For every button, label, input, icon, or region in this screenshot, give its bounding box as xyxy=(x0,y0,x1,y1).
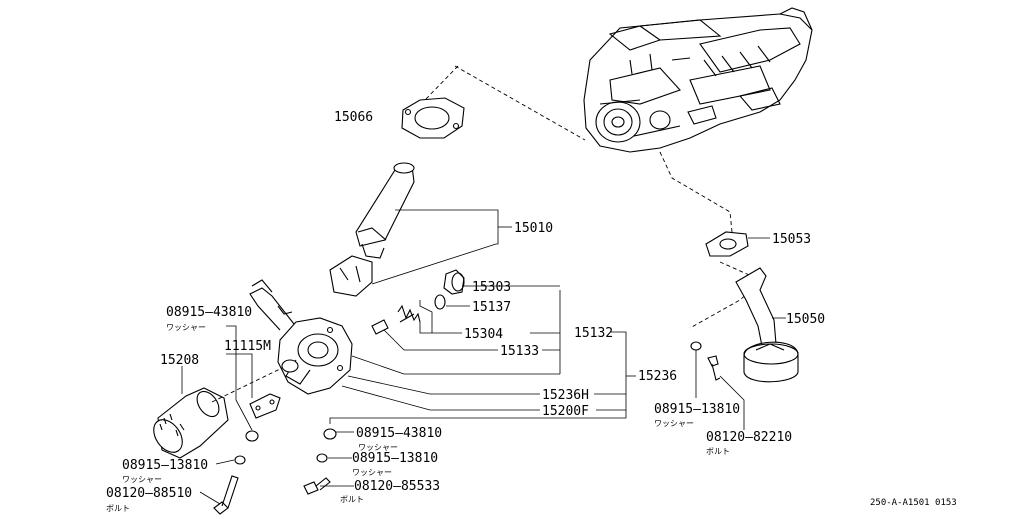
label-15236: 15236 xyxy=(638,369,677,384)
engine-block-drawing xyxy=(583,7,813,153)
label-15010: 15010 xyxy=(514,221,553,236)
label-08120-88510: 08120—88510 xyxy=(106,486,192,501)
washers-bolts-lower-drawing xyxy=(199,325,354,515)
label-15050: 15050 xyxy=(786,312,825,327)
caption-washer-mid2: ワッシャー xyxy=(352,468,392,477)
label-08915-43810-top: 08915—43810 xyxy=(166,305,252,320)
label-15053: 15053 xyxy=(772,232,811,247)
label-15137: 15137 xyxy=(472,300,511,315)
label-11115m: 11115M xyxy=(224,339,271,354)
caption-bolt-mid: ボルト xyxy=(340,495,364,504)
oil-filter-15208-drawing xyxy=(153,366,283,459)
relief-valve-parts-drawing xyxy=(371,269,498,351)
reference-code: 250-A-A1501 0153 xyxy=(870,498,957,508)
gasket-15066-drawing xyxy=(401,97,465,139)
label-15133: 15133 xyxy=(500,344,539,359)
bracket-11115m-drawing xyxy=(226,353,281,419)
label-15236h: 15236H xyxy=(542,388,589,403)
caption-washer-mid: ワッシャー xyxy=(358,443,398,452)
label-08915-43810-mid: 08915—43810 xyxy=(356,426,442,441)
label-08915-13810-right: 08915—13810 xyxy=(654,402,740,417)
caption-washer-right: ワッシャー xyxy=(654,419,694,428)
caption-bolt-left: ボルト xyxy=(106,504,130,513)
label-15208: 15208 xyxy=(160,353,199,368)
part-number-labels: 15066 15010 15053 15303 15137 15304 1513… xyxy=(106,110,957,513)
label-15303: 15303 xyxy=(472,280,511,295)
label-08915-13810-mid: 08915—13810 xyxy=(352,451,438,466)
label-15066: 15066 xyxy=(334,110,373,125)
label-08915-13810-left: 08915—13810 xyxy=(122,458,208,473)
caption-washer-top: ワッシャー xyxy=(166,323,206,332)
label-15304: 15304 xyxy=(464,327,503,342)
label-15200f: 15200F xyxy=(542,404,589,419)
label-08120-85533: 08120—85533 xyxy=(354,479,440,494)
washer-bolt-right-drawing xyxy=(690,341,745,430)
label-08120-82210: 08120—82210 xyxy=(706,430,792,445)
caption-bolt-right: ボルト xyxy=(706,447,730,456)
oil-pump-15132-drawing xyxy=(249,279,636,424)
oil-strainer-15050-drawing xyxy=(735,267,799,383)
label-15132: 15132 xyxy=(574,326,613,341)
oil-strainer-15010-drawing xyxy=(329,162,512,297)
gasket-15053-drawing xyxy=(705,231,770,257)
caption-washer-left: ワッシャー xyxy=(122,475,162,484)
